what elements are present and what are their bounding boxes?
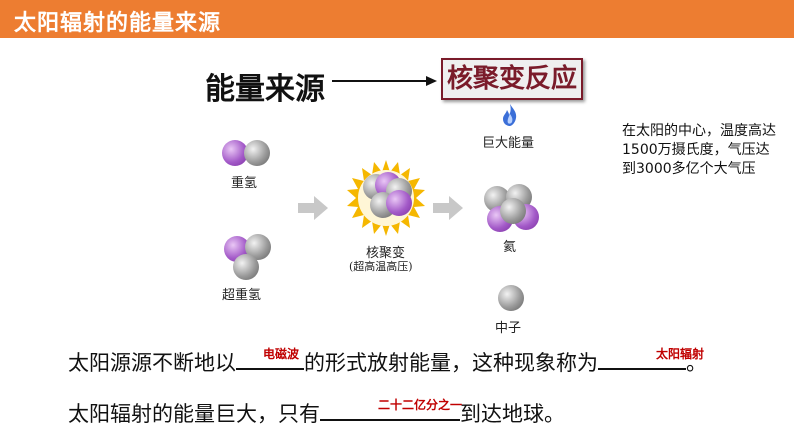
title-bar: 太阳辐射的能量来源 xyxy=(0,0,794,38)
helium-label: 氦 xyxy=(503,240,517,255)
neutron xyxy=(498,285,524,311)
fusion-process-label: 核聚变 xyxy=(366,246,406,261)
page-title: 太阳辐射的能量来源 xyxy=(14,11,222,36)
proton xyxy=(222,140,248,166)
flame-icon xyxy=(503,104,517,126)
fill-in-sentence-1: 太阳源源不断地以 的形式放射能量，这种现象称为 。 xyxy=(68,347,707,377)
arrow-icon xyxy=(332,76,437,86)
deuterium-label: 重氢 xyxy=(231,176,258,191)
sentence-text: 太阳辐射的能量巨大，只有 xyxy=(68,402,320,426)
sentence-text: 太阳源源不断地以 xyxy=(68,351,236,375)
proton xyxy=(386,190,412,216)
sun-center-note: 在太阳的中心，温度高达1500万摄氏度，气压达到3000多亿个大气压 xyxy=(622,123,776,177)
energy-source-label: 能量来源 xyxy=(205,72,325,107)
answer-fraction: 二十二亿分之一 xyxy=(378,398,463,412)
arrow-icon xyxy=(298,196,328,220)
sentence-text: 到达地球。 xyxy=(460,402,565,426)
answer-blank xyxy=(598,348,686,370)
answer-solar-radiation: 太阳辐射 xyxy=(656,347,705,361)
tritium-label: 超重氢 xyxy=(222,288,262,303)
sentence-text: 的形式放射能量，这种现象称为 xyxy=(304,351,598,375)
sentence-text: 。 xyxy=(686,351,707,375)
huge-energy-label: 巨大能量 xyxy=(482,136,535,151)
answer-blank xyxy=(320,399,460,421)
arrow-icon xyxy=(433,196,463,220)
answer-electromagnetic-wave: 电磁波 xyxy=(263,347,300,361)
condition-label: (超高温高压) xyxy=(349,260,413,273)
neutron xyxy=(244,140,270,166)
answer-blank xyxy=(236,348,304,370)
neutron xyxy=(233,254,259,280)
fill-in-sentence-2: 太阳辐射的能量巨大，只有 到达地球。 xyxy=(68,398,565,428)
fusion-reaction-box: 核聚变反应 xyxy=(441,58,583,100)
neutron xyxy=(500,198,526,224)
neutron-label: 中子 xyxy=(495,321,522,336)
